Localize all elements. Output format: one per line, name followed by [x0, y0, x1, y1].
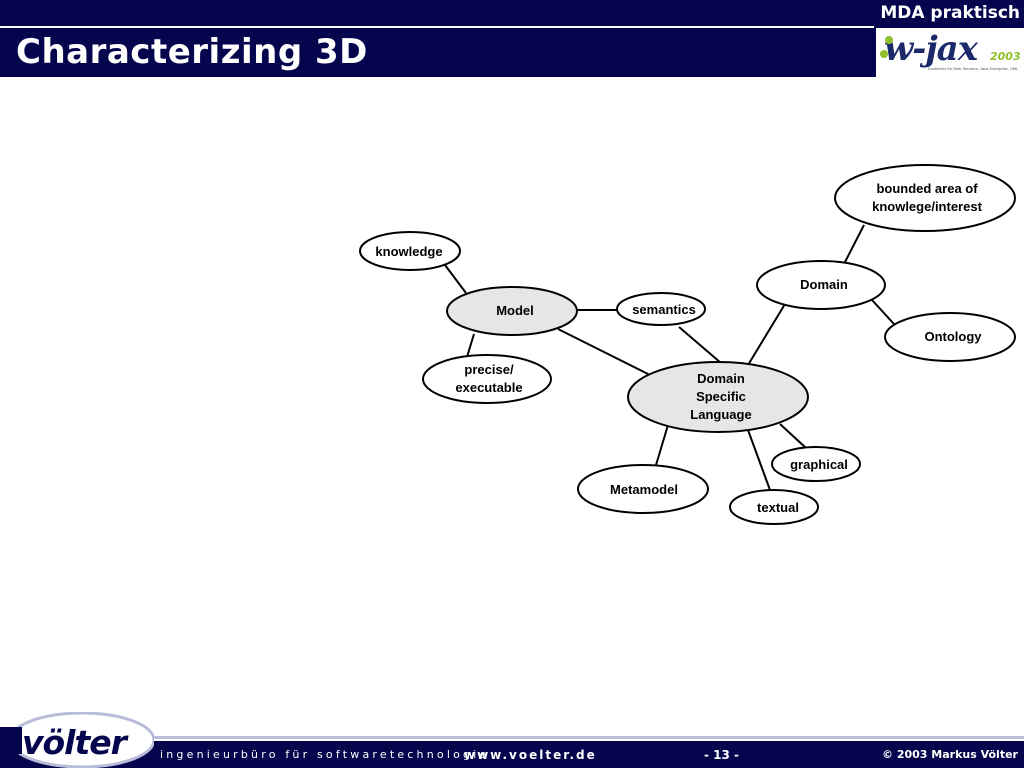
wjax-logo-year: 2003	[990, 50, 1021, 63]
node-graphical	[771, 446, 861, 482]
slide-title: Characterizing 3D	[16, 32, 368, 72]
edge-dsl-textual	[747, 429, 771, 491]
node-metamodel	[577, 464, 709, 514]
footer-website: www.voelter.de	[464, 748, 597, 762]
connector-lines	[444, 224, 895, 491]
node-precise-executable	[422, 354, 552, 404]
label-metamodel: Metamodel	[610, 482, 678, 497]
slide-header	[0, 0, 1024, 77]
node-labels: knowledge Model precise/ executable sema…	[375, 181, 982, 515]
edge-semantics-dsl	[678, 326, 722, 364]
label-semantics: semantics	[632, 302, 696, 317]
edge-model-knowledge	[444, 264, 467, 294]
label-knowledge: knowledge	[375, 244, 442, 259]
page-number: - 13 -	[704, 748, 740, 762]
node-ontology	[884, 312, 1016, 362]
footer-tagline: ingenieurbüro für softwaretechnologie	[160, 748, 490, 761]
node-bounded-area	[834, 164, 1016, 232]
label-model: Model	[496, 303, 534, 318]
wjax-logo-text: w-jax	[884, 29, 978, 69]
edge-domain-bounded	[844, 224, 865, 263]
node-domain	[756, 260, 886, 310]
edge-domain-ontology	[871, 299, 895, 325]
voelter-logo-text: völter	[22, 723, 127, 762]
label-textual: textual	[757, 500, 799, 515]
voelter-logo-square	[0, 727, 22, 754]
label-bounded-line1: bounded area of	[876, 181, 978, 196]
edge-dsl-metamodel	[655, 424, 669, 466]
node-textual	[729, 489, 819, 525]
node-model	[446, 286, 578, 336]
wjax-logo-tagline: Konferenz für Web Services, Java Enterpr…	[928, 66, 1019, 71]
label-bounded-line2: knowlege/interest	[872, 199, 982, 214]
footer-rule	[0, 736, 1024, 739]
node-shapes	[359, 164, 1016, 525]
label-dsl-line1: Domain	[697, 371, 745, 386]
label-graphical: graphical	[790, 457, 848, 472]
slide-footer	[0, 741, 1024, 768]
wjax-logo: w-jax 2003 Konferenz für Web Services, J…	[876, 28, 1024, 77]
label-precise-line1: precise/	[464, 362, 514, 377]
edge-dsl-graphical	[779, 423, 807, 449]
edge-model-precise	[466, 333, 475, 358]
footer-copyright: © 2003 Markus Völter	[882, 748, 1018, 761]
node-semantics	[616, 292, 706, 326]
label-dsl-line3: Language	[690, 407, 751, 422]
logo-dot	[885, 36, 893, 44]
node-knowledge	[359, 231, 461, 271]
edge-model-dsl	[557, 328, 651, 376]
label-dsl-line2: Specific	[696, 389, 746, 404]
label-precise-line2: executable	[455, 380, 522, 395]
node-dsl	[627, 361, 809, 433]
header-brand: MDA praktisch	[880, 3, 1020, 23]
edge-dsl-domain	[747, 303, 786, 366]
label-domain: Domain	[800, 277, 848, 292]
logo-dot	[880, 50, 888, 58]
label-ontology: Ontology	[924, 329, 982, 344]
header-rule	[0, 26, 874, 28]
